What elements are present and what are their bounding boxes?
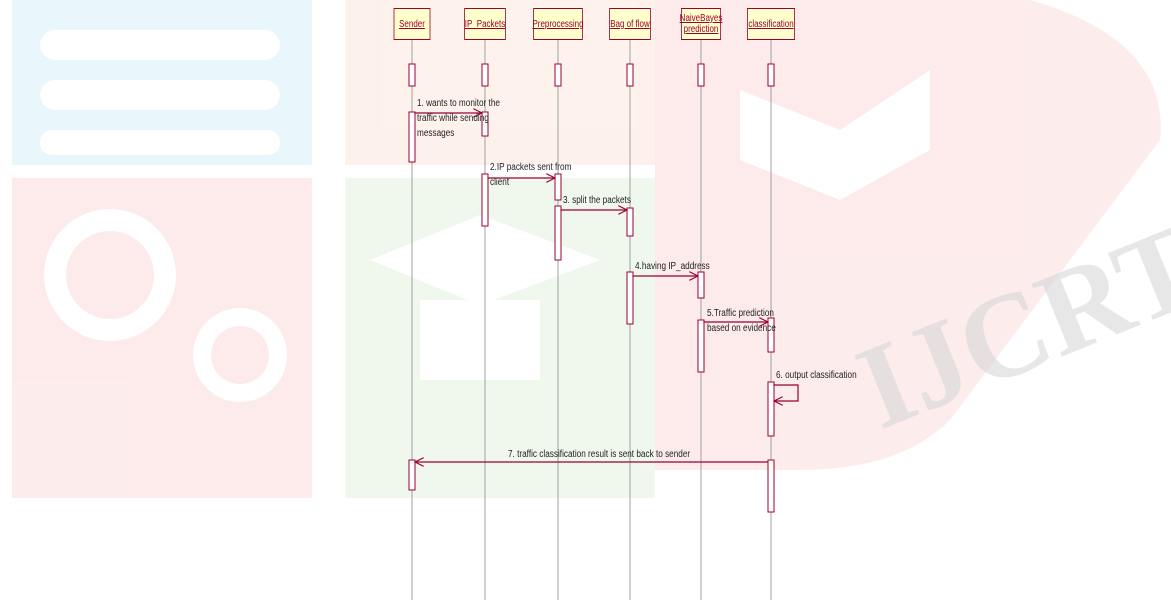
message-arrow-6-self (774, 385, 798, 401)
activation-bar (768, 64, 774, 86)
activation-bar (627, 208, 633, 236)
lifeline-header-sender: Sender (394, 8, 431, 40)
header-label: classification (748, 19, 793, 30)
message-label-3: 3. split the packets (563, 193, 631, 208)
header-label: IP_Packets (465, 19, 505, 30)
activation-bar (627, 64, 633, 86)
activation-bar (409, 64, 415, 86)
lifeline-header-naivebayes: NaiveBayes prediction (681, 8, 721, 40)
message-label-6: 6. output classification (776, 368, 857, 383)
activation-bar (627, 272, 633, 324)
message-label-7: 7. traffic classification result is sent… (508, 447, 690, 462)
message-label-1: 1. wants to monitor the traffic while se… (417, 96, 500, 141)
activation-bar (409, 460, 415, 490)
lifeline-header-classification: classification (747, 8, 795, 40)
activation-bar (768, 382, 774, 436)
lifeline-header-bag-of-flow: Bag of flow (609, 8, 651, 40)
header-label: Sender (399, 19, 425, 30)
activation-bar (698, 320, 704, 372)
activation-bar (482, 174, 488, 226)
activation-bar (409, 112, 415, 162)
activation-bar (698, 272, 704, 298)
message-label-5: 5.Traffic prediction based on evidence (707, 306, 776, 336)
activation-bar (555, 206, 561, 260)
activation-bar (768, 460, 774, 512)
activation-bar (555, 64, 561, 86)
lifeline-header-preprocessing: Preprocessing (533, 8, 583, 40)
header-label: NaiveBayes prediction (680, 13, 723, 35)
lifeline-header-ip-packets: IP_Packets (464, 8, 506, 40)
header-label: Preprocessing (532, 19, 583, 30)
message-label-2: 2.IP packets sent from client (490, 160, 571, 190)
message-label-4: 4.having IP_address (635, 259, 710, 274)
header-label: Bag of flow (610, 19, 650, 30)
activation-bar (698, 64, 704, 86)
activation-bar (482, 64, 488, 86)
